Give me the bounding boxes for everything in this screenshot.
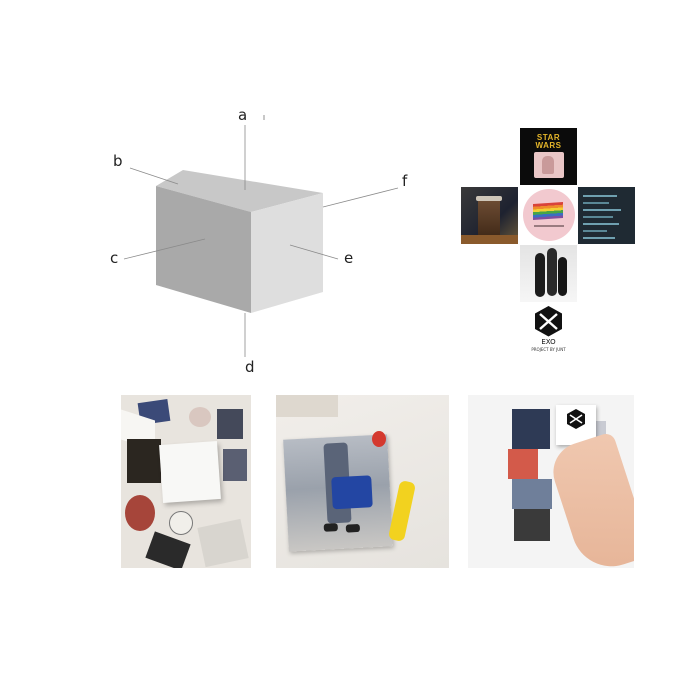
shoe: [323, 523, 338, 532]
cube-net: STAR WARS EXO PROJECT: [460, 128, 638, 358]
brand-logo: EXO PROJECT BY JUNT: [520, 304, 577, 358]
face-label-f: f: [402, 172, 408, 190]
photo-scrap: [169, 511, 193, 535]
leader-line-b: [129, 167, 179, 185]
cube-right-face: [251, 193, 323, 313]
star-wars-logo: STAR WARS: [535, 133, 562, 150]
screen-row: [583, 202, 609, 204]
screen-row: [583, 195, 617, 197]
cylinder: [535, 253, 545, 297]
photo-scrap: [189, 407, 211, 427]
net-tile-bottom: [520, 245, 577, 302]
leader-line-e: [289, 244, 339, 260]
folded-photo-sheet: [283, 434, 393, 552]
circle-caption-line: [534, 225, 564, 227]
photo-scrap: [145, 531, 191, 568]
leader-line-c: [123, 238, 206, 260]
hand: [545, 431, 634, 568]
photo-cube-prototype: [121, 395, 251, 568]
small-box: [276, 395, 338, 417]
brand-caption: PROJECT BY JUNT: [531, 347, 566, 352]
net-tile-right: [578, 187, 635, 244]
screen-row: [583, 209, 621, 211]
net-tile-center: [520, 187, 577, 244]
brand-wordmark: EXO: [541, 338, 556, 346]
exo-hexagon-icon: [567, 409, 585, 429]
screen-row: [583, 216, 613, 218]
cup: [478, 199, 500, 243]
marker-dot: [263, 115, 265, 120]
yellow-glue-stick: [387, 479, 417, 543]
face-label-b: b: [113, 152, 123, 170]
photo-hand-folding: [468, 395, 634, 568]
rainbow-flag: [533, 201, 563, 221]
exo-hexagon-icon: [535, 306, 562, 337]
table-surface: [461, 235, 518, 244]
net-tile-top: STAR WARS: [520, 128, 577, 185]
face-label-d: d: [245, 358, 255, 376]
photo-scrap: [223, 449, 247, 481]
photo-scrap: [197, 518, 249, 568]
net-piece: [508, 449, 538, 479]
cube-diagram: [123, 115, 399, 357]
open-box-interior: [127, 439, 161, 483]
blue-bag: [331, 475, 373, 510]
red-cap: [372, 431, 386, 447]
net-piece: [512, 479, 552, 509]
net-piece: [514, 509, 550, 541]
screen-row: [583, 223, 619, 225]
face-label-a: a: [238, 106, 248, 124]
shoe: [345, 523, 361, 533]
screen-row: [583, 237, 615, 239]
net-tile-left: [461, 187, 518, 244]
cube-left-face: [156, 186, 251, 313]
poster-figure: [542, 156, 554, 174]
net-piece: [512, 409, 550, 449]
photo-folded-net: [276, 395, 449, 568]
cube-top-face: [156, 170, 323, 212]
cup-lid: [476, 196, 502, 201]
face-label-c: c: [110, 249, 119, 267]
white-cube: [159, 441, 221, 503]
photo-scrap: [125, 495, 155, 531]
photo-scrap: [217, 409, 243, 439]
cylinder: [558, 257, 567, 296]
face-label-e: e: [344, 249, 354, 267]
cylinder: [547, 248, 557, 296]
leader-line-f: [322, 187, 399, 208]
screen-row: [583, 230, 607, 232]
